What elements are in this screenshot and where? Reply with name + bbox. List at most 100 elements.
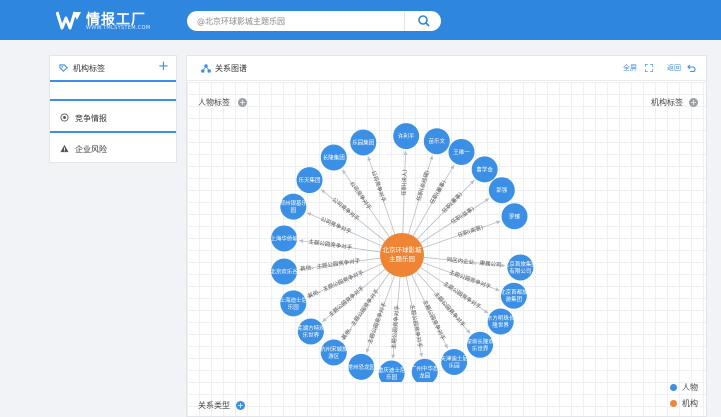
add-org-tag-button[interactable]: + — [158, 59, 169, 74]
person-node-circle — [378, 360, 405, 382]
panel-title: 关系图谱 — [215, 64, 247, 73]
target-icon — [60, 113, 69, 122]
person-node-label: 北京首都旅 — [500, 288, 528, 296]
relation-edge-label: 任职(法人) — [400, 169, 409, 196]
fullscreen-icon[interactable] — [645, 64, 653, 72]
relation-edge — [365, 275, 395, 353]
legend-person-dot — [670, 384, 677, 391]
person-node-circle — [297, 318, 324, 345]
add-relation-type-button[interactable]: + — [236, 401, 245, 410]
person-node-label: 重庆迪士尼 — [378, 366, 406, 374]
search-box — [187, 11, 441, 31]
person-node-label: 乐园 — [386, 374, 398, 381]
person-node-circle — [271, 258, 298, 285]
person-node-label: 杭州宋城旅 — [320, 345, 348, 353]
center-node[interactable]: 北京环球影城 主题乐园 — [380, 233, 424, 277]
relation-edge-label: 任职(高管) — [457, 223, 484, 239]
person-node-label: 王维一 — [453, 148, 470, 156]
person-node-label: 郭强 — [496, 186, 508, 194]
relation-graph[interactable]: 任职(法人)任职(总经理)任职(董事)任职(董事)任职(监事)任职(高管)同区内… — [187, 82, 706, 382]
person-node[interactable]: 郭强 — [488, 177, 515, 204]
relation-edge-label: 公司竞争对手 — [319, 215, 353, 236]
person-node-label: 上海华侨城 — [270, 234, 298, 242]
sidebar-item-enterprise-risk[interactable]: 企业风险 — [50, 134, 176, 164]
logo-w-icon — [56, 11, 81, 30]
person-node[interactable]: 长隆集团 — [320, 144, 347, 171]
person-node[interactable]: 北京欢乐谷 — [270, 258, 298, 285]
relation-edge — [408, 155, 434, 235]
person-node-label: 乐园集团 — [352, 138, 375, 146]
person-node[interactable]: 苗乐文 — [423, 128, 450, 155]
person-node-label: 上海迪士尼 — [280, 296, 308, 304]
sidebar-item-label: 企业风险 — [75, 145, 107, 154]
relation-edge-label: 主题公园竞争对手 — [389, 304, 401, 349]
legend-org-label: 机构 — [682, 399, 698, 408]
legend-org-dot — [670, 400, 677, 407]
legend-person-label: 人物 — [682, 383, 698, 392]
person-node[interactable]: 曹学金 — [471, 156, 498, 183]
person-node[interactable]: 罗臻 — [501, 203, 528, 230]
person-node-label: 常州恐龙园 — [348, 363, 376, 371]
relation-edge — [412, 164, 455, 237]
sidebar: 机构标签 + 竞争情报 企业风险 — [49, 55, 177, 163]
person-node-circle — [320, 144, 347, 171]
person-node-circle — [393, 123, 420, 150]
person-node[interactable]: 上海华侨城 — [270, 225, 298, 252]
app-logo[interactable]: 情报工厂 WWW.TMLSYSTEM.COM — [56, 9, 166, 33]
graph-panel: 关系图谱 全屏 返回 人物标签 + 机构标签 + 任职(法人)任职(总经理)任职… — [186, 55, 707, 417]
relation-edge — [342, 169, 390, 238]
person-node[interactable]: 许利平 — [393, 123, 420, 150]
person-node[interactable]: 常州恐龙园 — [348, 353, 376, 380]
back-arrow-icon[interactable] — [687, 64, 696, 72]
relation-edge — [306, 263, 383, 298]
person-node-circle — [487, 308, 514, 335]
search-icon — [418, 15, 430, 27]
add-person-tag-button[interactable]: + — [238, 98, 247, 107]
relation-edge-label: 任职(总经理) — [414, 169, 431, 202]
sidebar-header-label: 机构标签 — [73, 64, 105, 73]
graph-canvas[interactable]: 人物标签 + 机构标签 + 任职(法人)任职(总经理)任职(董事)任职(董事)任… — [187, 82, 706, 416]
relation-edge-label: 其他、主题公园竞争对手 — [300, 256, 362, 272]
relation-edge-label: 公司竞争对手 — [331, 196, 362, 223]
person-node-circle — [507, 254, 534, 281]
person-node-label: 乐园 — [449, 362, 461, 369]
person-node-label: 游集团 — [506, 295, 523, 303]
relation-edge-label: 公司竞争对手 — [370, 169, 388, 203]
search-input[interactable] — [197, 11, 397, 31]
person-node[interactable]: 乐园集团 — [350, 129, 377, 156]
back-button[interactable]: 返回 — [667, 64, 681, 72]
person-node[interactable]: 乐天集团 — [296, 167, 323, 194]
sidebar-item-label: 竞争情报 — [75, 114, 107, 123]
person-node-label: 长隆集团 — [323, 154, 346, 162]
person-node-label: 乐园 — [288, 304, 300, 311]
relation-edge — [422, 220, 501, 249]
person-node-label: 苗乐文 — [429, 137, 446, 145]
person-node[interactable]: 王维一 — [448, 138, 475, 165]
fullscreen-button[interactable]: 全屏 — [623, 64, 637, 72]
warning-icon — [60, 144, 69, 153]
relation-type-label: 关系类型 — [198, 401, 230, 410]
sidebar-item-competitive-intel[interactable]: 竞争情报 — [50, 103, 176, 133]
relation-edge — [342, 272, 390, 341]
search-button[interactable] — [404, 11, 441, 31]
relation-edge-label: 主题公园竞争对手 — [308, 237, 353, 251]
relation-edge — [423, 256, 506, 268]
person-node-label: 许利平 — [398, 132, 415, 140]
add-org-tag-graph-button[interactable]: + — [689, 98, 698, 107]
relation-edge — [422, 262, 500, 292]
relation-edge — [367, 156, 396, 235]
relation-edge — [420, 198, 490, 244]
person-node-label: 郑州银基乐 — [280, 199, 308, 207]
sidebar-tag-area — [50, 84, 176, 101]
